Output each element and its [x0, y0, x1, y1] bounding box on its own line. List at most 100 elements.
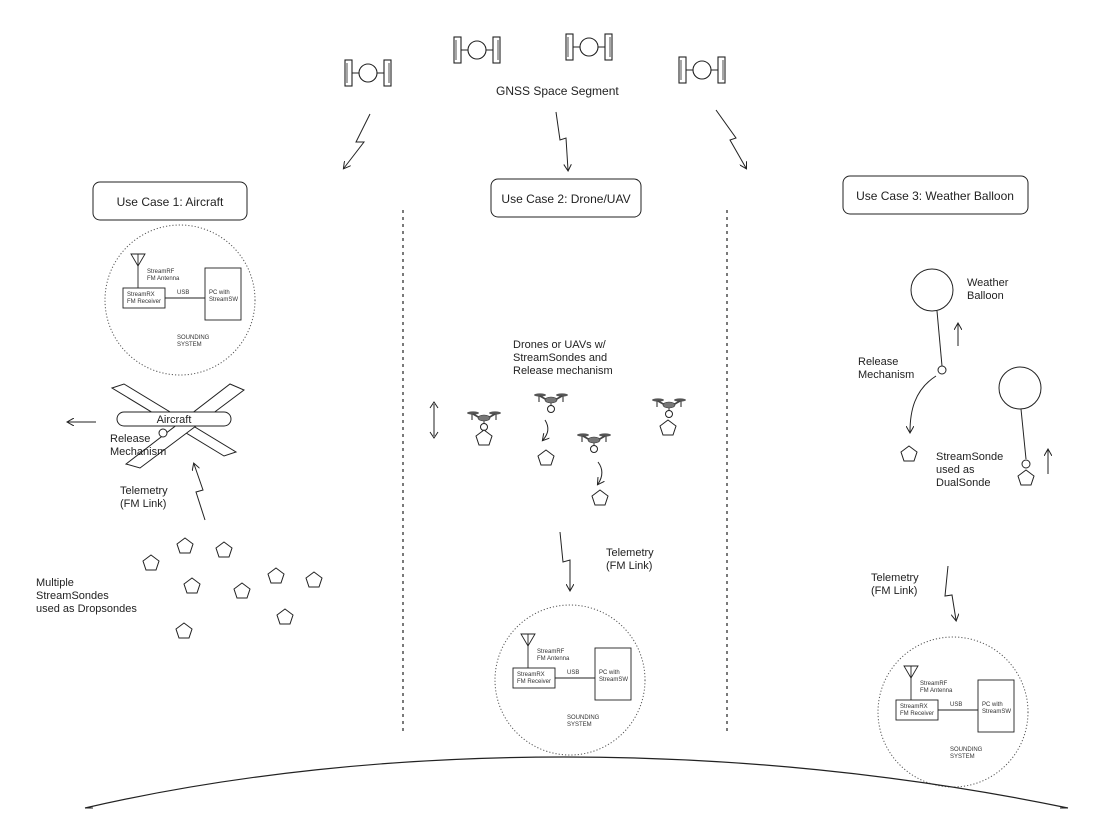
balloon-release-label: Release — [858, 356, 898, 368]
balloon-group: Weather Balloon Release Mechanism Stream… — [858, 268, 1048, 620]
aircraft-release-label: Release — [110, 433, 150, 445]
drone-icon — [576, 432, 612, 454]
balloon-telemetry-label: Telemetry — [871, 572, 919, 584]
receiver-label: FM Receiver — [127, 299, 161, 305]
usb-label: USB — [567, 670, 579, 676]
use-case-balloon-title-box: Use Case 3: Weather Balloon — [842, 175, 1029, 215]
balloon-release-label: Mechanism — [858, 369, 914, 381]
dropsonde-icon — [276, 608, 294, 625]
weather-balloon-icon — [910, 268, 954, 312]
drone-icon — [651, 397, 687, 419]
use-case-aircraft-title: Use Case 1: Aircraft — [117, 195, 224, 209]
aircraft-fuselage — [116, 411, 232, 427]
drone-group: Drones or UAVs w/ StreamSondes and Relea… — [429, 339, 687, 590]
sounding-caption: SOUNDING — [567, 715, 600, 721]
receiver-label: StreamRX — [900, 704, 928, 710]
sounding-caption: SYSTEM — [950, 754, 975, 760]
dropsonde-icon — [215, 541, 233, 558]
use-case-drone-title-box: Use Case 2: Drone/UAV — [490, 178, 642, 218]
dualsonde-label: StreamSonde — [936, 451, 1003, 463]
streamsonde-icon — [591, 489, 609, 506]
dropsondes-label: used as Dropsondes — [36, 603, 137, 615]
signal-bolt-icon — [555, 111, 568, 170]
drone-description: Drones or UAVs w/ — [513, 339, 607, 351]
antenna-label: FM Antenna — [920, 688, 953, 694]
balloon-tether — [936, 310, 943, 367]
streamsonde-icon — [537, 449, 555, 466]
dropsonde-icon — [175, 622, 193, 639]
pc-label: StreamSW — [982, 709, 1011, 715]
weather-balloon-icon — [998, 366, 1042, 410]
pc-label: PC with — [209, 290, 230, 296]
drone-description: Release mechanism — [513, 365, 613, 377]
sounding-caption: SOUNDING — [177, 335, 210, 341]
antenna-label: StreamRF — [920, 681, 948, 687]
antenna-label: StreamRF — [537, 649, 565, 655]
drone-description: StreamSondes and — [513, 352, 607, 364]
aircraft-group: Aircraft Release Mechanism Telemetry (FM… — [36, 383, 323, 639]
use-case-aircraft-title-box: Use Case 1: Aircraft — [92, 181, 248, 221]
receiver-label: StreamRX — [127, 292, 155, 298]
sounding-system-balloon: StreamRF FM Antenna StreamRX FM Receiver… — [877, 636, 1029, 788]
use-case-drone-title: Use Case 2: Drone/UAV — [501, 192, 630, 206]
drone-telemetry-label: (FM Link) — [606, 560, 652, 572]
drone-icon — [533, 392, 569, 414]
dualsonde-icon — [1017, 469, 1035, 486]
drone-telemetry-label: Telemetry — [606, 547, 654, 559]
signal-bolt-icon — [715, 109, 746, 168]
dropsondes-label: Multiple — [36, 577, 74, 589]
telemetry-bolt-icon — [559, 531, 570, 590]
receiver-label: StreamRX — [517, 672, 545, 678]
pc-label: StreamSW — [599, 677, 628, 683]
satellite-icon — [344, 59, 392, 87]
balloon-label: Balloon — [967, 290, 1004, 302]
sounding-system-aircraft: StreamRF FM Antenna StreamRX FM Receiver… — [104, 224, 256, 376]
balloon-telemetry-label: (FM Link) — [871, 585, 917, 597]
receiver-label: FM Receiver — [517, 679, 551, 685]
dropsonde-icon — [305, 571, 323, 588]
usb-label: USB — [177, 290, 189, 296]
sounding-system-drone: StreamRF FM Antenna StreamRX FM Receiver… — [494, 604, 646, 756]
use-case-balloon-title: Use Case 3: Weather Balloon — [856, 189, 1014, 203]
aircraft-label: Aircraft — [157, 414, 192, 426]
sounding-caption: SYSTEM — [177, 342, 202, 348]
pc-label: PC with — [982, 702, 1003, 708]
telemetry-bolt-icon — [944, 565, 956, 620]
aircraft-telemetry-label: Telemetry — [120, 485, 168, 497]
antenna-label: FM Antenna — [537, 656, 570, 662]
receiver-label: FM Receiver — [900, 711, 934, 717]
earth-horizon — [84, 756, 1069, 809]
pc-label: PC with — [599, 670, 620, 676]
release-mechanism-icon — [937, 365, 947, 375]
antenna-label: FM Antenna — [147, 276, 180, 282]
drop-arrow-icon — [598, 461, 602, 484]
vertical-motion-arrows — [429, 401, 439, 439]
dualsonde-label: DualSonde — [936, 477, 990, 489]
antenna-label: StreamRF — [147, 269, 175, 275]
drop-arrow-icon — [543, 419, 548, 440]
sounding-caption: SYSTEM — [567, 722, 592, 728]
streamsonde-icon — [475, 429, 493, 446]
dropsonde-icon — [267, 567, 285, 584]
streamsonde-icon — [900, 445, 918, 462]
aircraft-release-label: Mechanism — [110, 446, 166, 458]
dualsonde-mount-icon — [1021, 459, 1031, 469]
dualsonde-label: used as — [936, 464, 975, 476]
signal-bolt-icon — [344, 113, 371, 168]
gnss-space-segment: GNSS Space Segment — [344, 33, 746, 170]
balloon-tether — [1020, 408, 1027, 460]
dropsonde-icon — [183, 577, 201, 594]
telemetry-bolt-icon — [194, 464, 206, 521]
streamsonde-icon — [659, 419, 677, 436]
sounding-caption: SOUNDING — [950, 747, 983, 753]
dropsonde-icon — [176, 537, 194, 554]
drop-arrow-icon — [910, 375, 937, 432]
dropsonde-icon — [142, 554, 160, 571]
release-mechanism-icon — [158, 428, 168, 438]
satellite-icon — [565, 33, 613, 61]
usb-label: USB — [950, 702, 962, 708]
aircraft-telemetry-label: (FM Link) — [120, 498, 166, 510]
pc-label: StreamSW — [209, 297, 238, 303]
satellite-icon — [453, 36, 501, 64]
